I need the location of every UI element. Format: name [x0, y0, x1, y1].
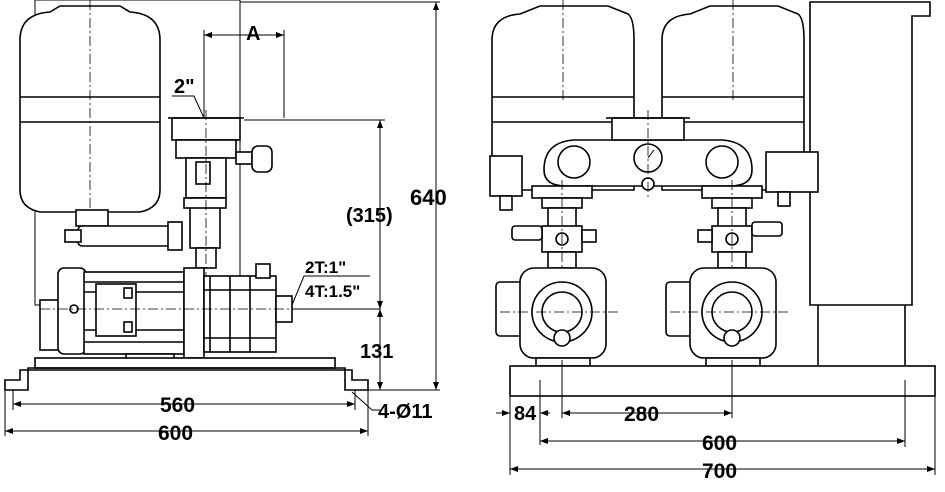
dimension-side-total-width: 600 — [4, 390, 369, 445]
dimension-label-outlet-size: 2" — [174, 76, 195, 98]
dimension-label-pump-spacing: 280 — [624, 403, 659, 426]
side-pressure-tank — [19, 0, 161, 240]
side-valve-assembly — [168, 110, 273, 320]
dimension-label-front-base-width: 600 — [702, 432, 737, 455]
dimension-label-offset: 84 — [514, 403, 537, 425]
dimension-outlet-size: 2" — [172, 76, 205, 119]
front-discharge-manifold — [543, 110, 753, 200]
dimension-label-4t: 4T:1.5" — [305, 282, 360, 301]
dimension-total-height: 640 — [240, 1, 447, 391]
front-pump-1 — [495, 267, 620, 367]
dimension-mounting-holes: 4-Ø11 — [351, 391, 432, 423]
front-pressure-switch-right — [765, 151, 819, 193]
dimension-label-front-total-width: 700 — [702, 460, 737, 483]
front-valve-stack-1 — [511, 180, 597, 380]
side-base-plate — [4, 357, 369, 391]
dimension-label-manifold-height: (315) — [346, 205, 393, 227]
side-pump-body — [40, 263, 300, 359]
dimension-label-mounting-holes: 4-Ø11 — [378, 401, 432, 423]
dimension-manifold-height: (315) — [244, 119, 393, 309]
front-base-frame — [509, 365, 936, 397]
front-pressure-switch-left — [489, 155, 523, 197]
side-view: A 2" (315) 2T:1" 4T:1.5" 131 — [4, 0, 447, 445]
side-motor — [39, 267, 185, 365]
dimension-inlet-size: 2T:1" 4T:1.5" — [291, 258, 380, 310]
front-pump-2 — [665, 267, 790, 367]
dimension-a: A — [203, 23, 285, 118]
side-gauge — [251, 145, 273, 173]
dimension-label-side-total-width: 600 — [158, 422, 193, 445]
side-connecting-pipe — [64, 221, 183, 251]
dimension-label-inlet-height: 131 — [360, 341, 393, 363]
dimension-label-a: A — [246, 23, 260, 45]
dimension-base-width: 560 — [12, 390, 356, 417]
dimension-label-total-height: 640 — [410, 185, 447, 210]
front-view: 84 280 600 700 — [489, 0, 936, 483]
dimension-label-base-width: 560 — [160, 394, 195, 417]
dimension-label-2t: 2T:1" — [305, 258, 346, 277]
dimension-front-base-width: 600 — [540, 396, 906, 455]
dimension-inlet-height: 131 — [360, 309, 393, 391]
dimension-front-total-width: 700 — [510, 396, 936, 483]
dimension-pump-spacing: 84 280 — [496, 360, 733, 475]
front-control-cabinet — [809, 1, 931, 365]
